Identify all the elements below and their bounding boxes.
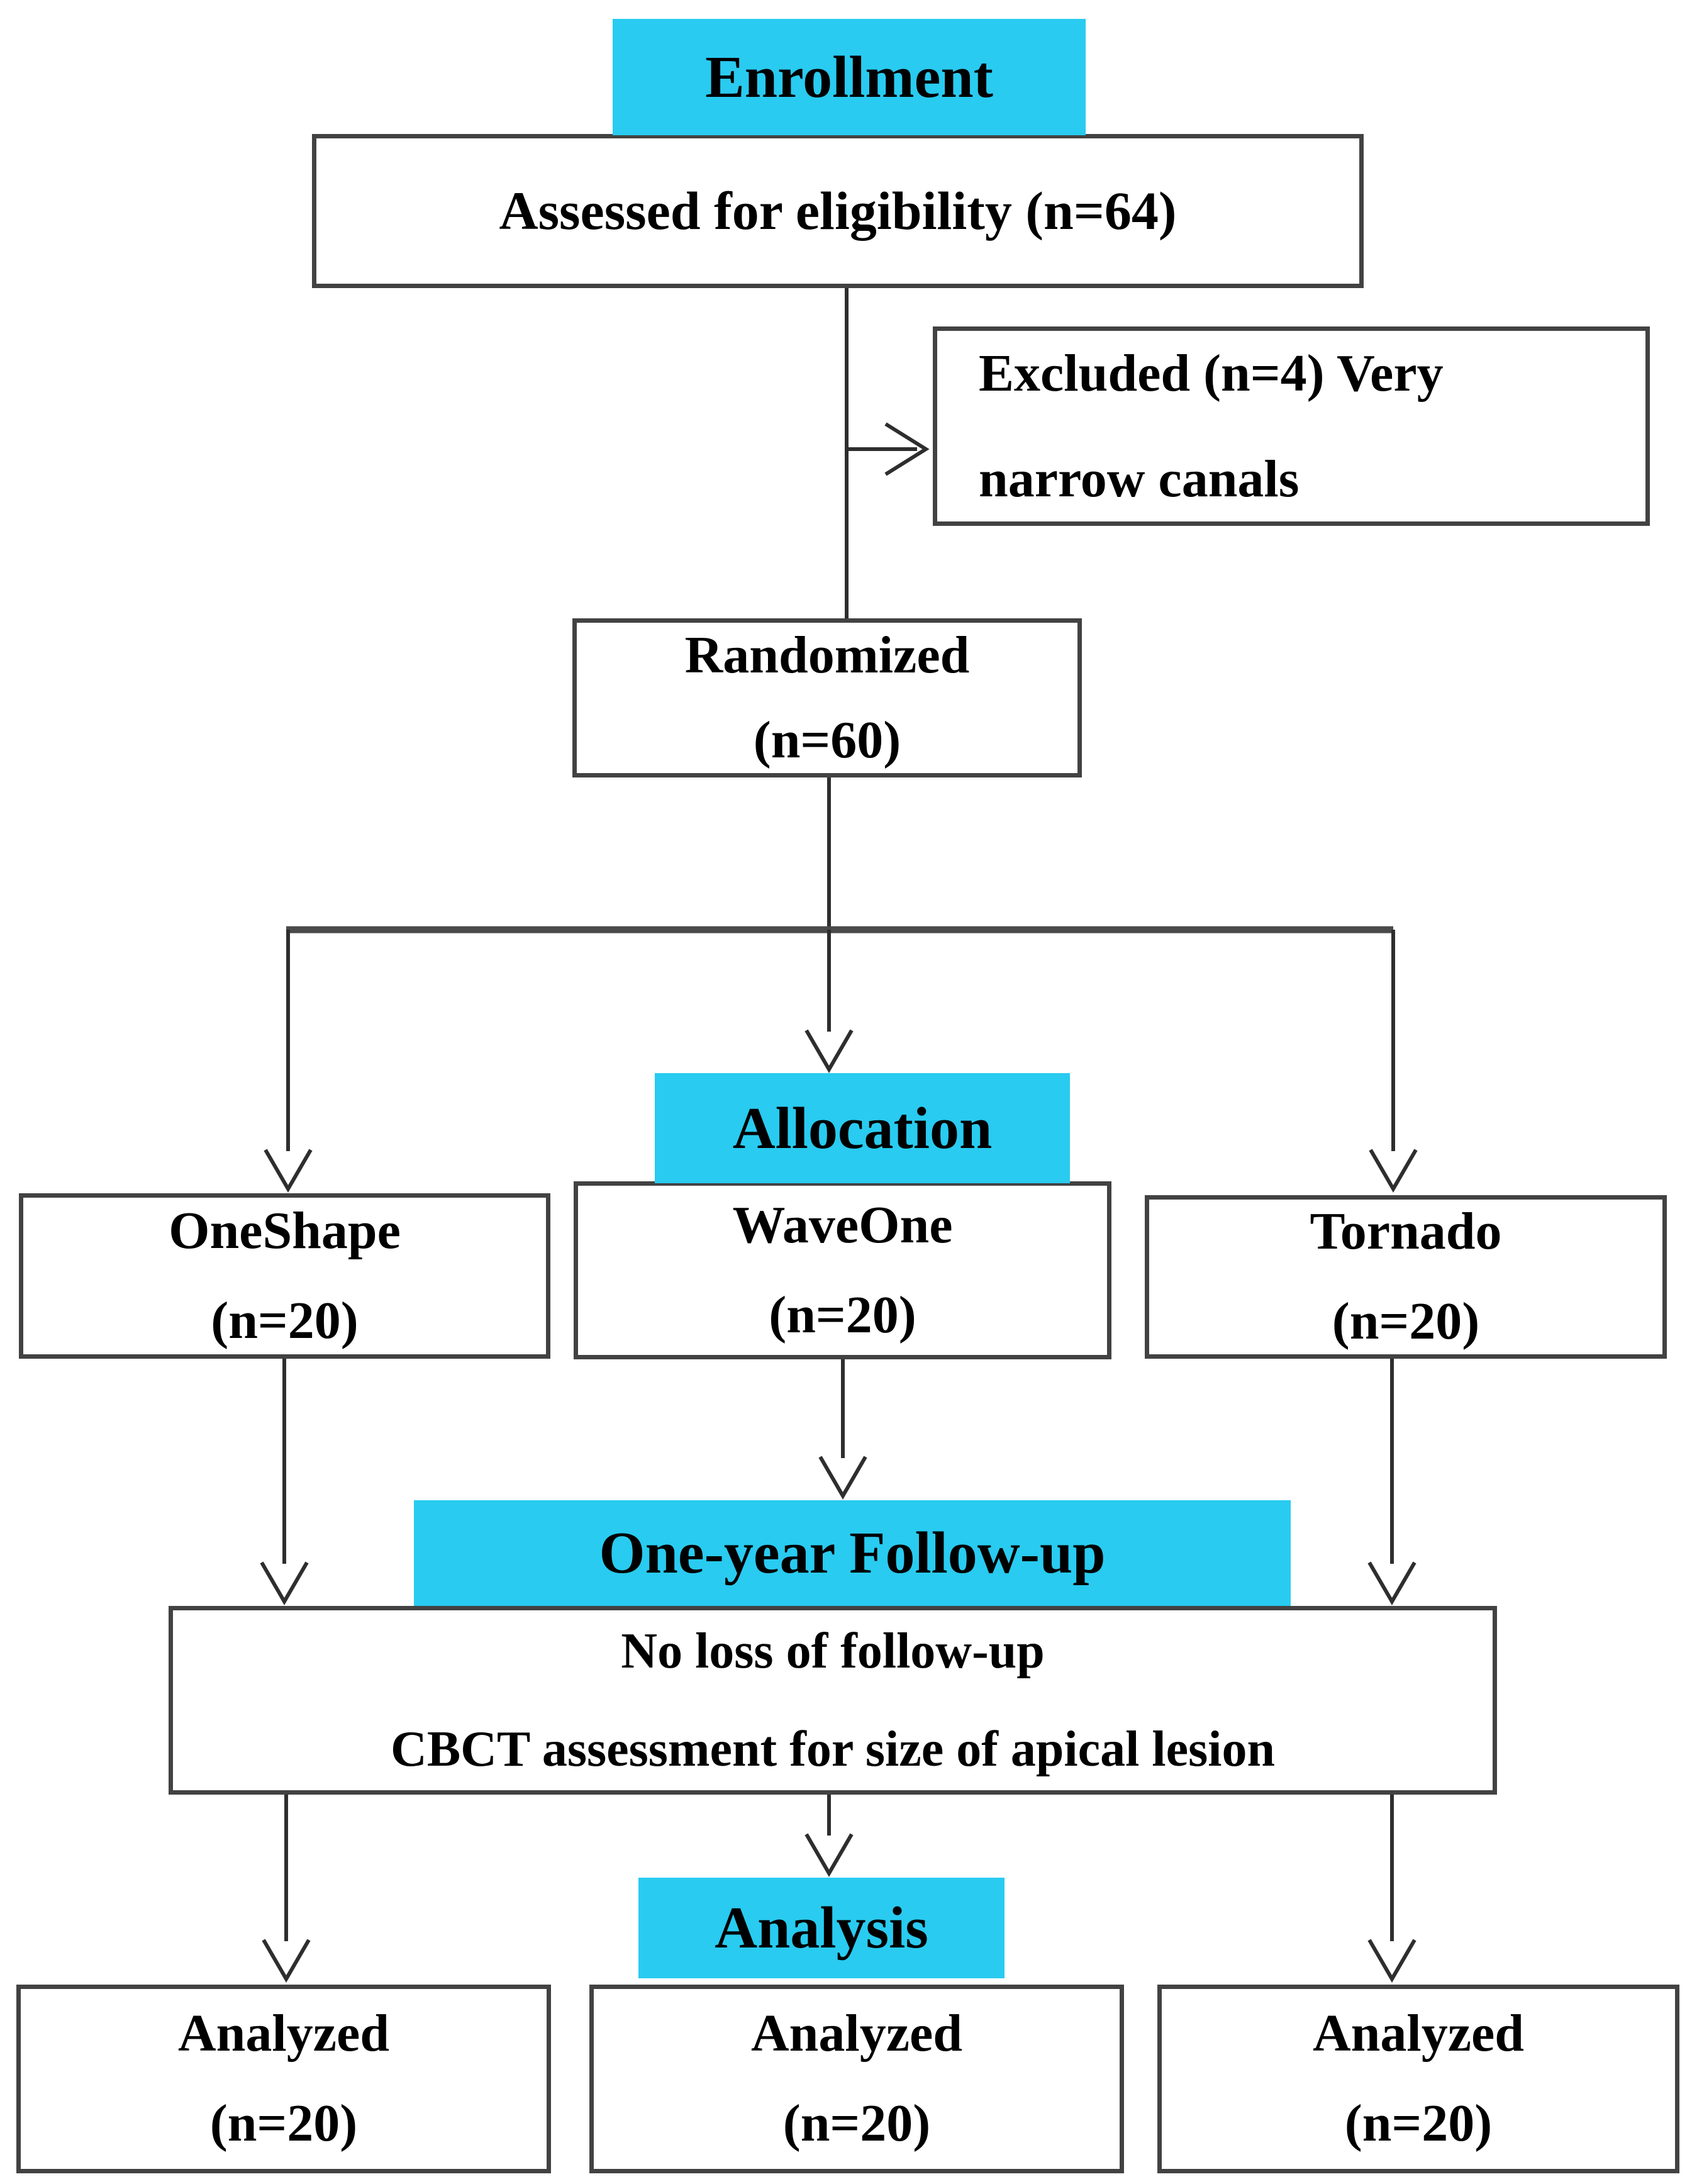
- arrow-split-to-oneshape: [264, 930, 313, 1193]
- arrow-split-to-tornado: [1369, 930, 1418, 1193]
- waveone-box-line1: WaveOne: [732, 1195, 953, 1254]
- followup-banner: One-year Follow-up: [414, 1500, 1291, 1606]
- arrow-split-to-allocation: [804, 930, 854, 1073]
- analyzed-tornado-line1: Analyzed: [1313, 2004, 1524, 2063]
- excluded-box-line1: Excluded (n=4) Very: [979, 343, 1444, 403]
- randomized-box-line1: Randomized: [684, 626, 970, 685]
- excluded-box: Excluded (n=4) Very narrow canals: [933, 326, 1650, 526]
- arrow-oneshape-to-noloss: [260, 1359, 309, 1605]
- followup-result-line2: CBCT assessment for size of apical lesio…: [391, 1722, 1275, 1777]
- oneshape-box: OneShape (n=20): [19, 1193, 550, 1359]
- analyzed-box-waveone: Analyzed (n=20): [589, 1985, 1124, 2173]
- randomized-box: Randomized (n=60): [572, 618, 1082, 777]
- followup-banner-label: One-year Follow-up: [599, 1520, 1106, 1586]
- analyzed-waveone-line2: (n=20): [782, 2094, 931, 2153]
- allocation-banner-label: Allocation: [732, 1095, 993, 1161]
- followup-result-line1: No loss of follow-up: [621, 1624, 1045, 1679]
- arrow-to-excluded: [847, 422, 930, 476]
- arrow-waveone-to-followup: [818, 1359, 867, 1500]
- waveone-box: WaveOne (n=20): [574, 1181, 1111, 1359]
- tornado-box-line2: (n=20): [1332, 1292, 1480, 1351]
- tornado-box: Tornado (n=20): [1145, 1195, 1667, 1359]
- excluded-box-line2: narrow canals: [979, 449, 1300, 508]
- analyzed-box-oneshape: Analyzed (n=20): [16, 1985, 551, 2173]
- analysis-banner-label: Analysis: [715, 1895, 928, 1961]
- analyzed-oneshape-line1: Analyzed: [178, 2004, 389, 2063]
- arrow-noloss-to-analyzed-right: [1367, 1795, 1416, 1983]
- arrow-tornado-to-noloss: [1367, 1359, 1416, 1605]
- arrow-noloss-to-analysis: [804, 1795, 854, 1877]
- enrollment-banner-label: Enrollment: [705, 44, 993, 110]
- tornado-box-line1: Tornado: [1310, 1202, 1502, 1261]
- arrow-noloss-to-analyzed-left: [262, 1795, 311, 1983]
- waveone-box-line2: (n=20): [769, 1285, 916, 1344]
- analyzed-oneshape-line2: (n=20): [209, 2094, 358, 2153]
- analysis-banner: Analysis: [638, 1878, 1005, 1978]
- enrollment-banner: Enrollment: [613, 19, 1086, 135]
- analyzed-waveone-line1: Analyzed: [751, 2004, 962, 2063]
- analyzed-tornado-line2: (n=20): [1344, 2094, 1493, 2153]
- analyzed-box-tornado: Analyzed (n=20): [1157, 1985, 1679, 2173]
- randomized-box-line2: (n=60): [753, 710, 901, 769]
- assessed-box: Assessed for eligibility (n=64): [312, 134, 1364, 288]
- assessed-box-text: Assessed for eligibility (n=64): [499, 181, 1177, 242]
- oneshape-box-line1: OneShape: [169, 1201, 401, 1260]
- oneshape-box-line2: (n=20): [211, 1291, 359, 1350]
- allocation-banner: Allocation: [655, 1073, 1070, 1183]
- followup-result-box: No loss of follow-up CBCT assessment for…: [169, 1606, 1497, 1795]
